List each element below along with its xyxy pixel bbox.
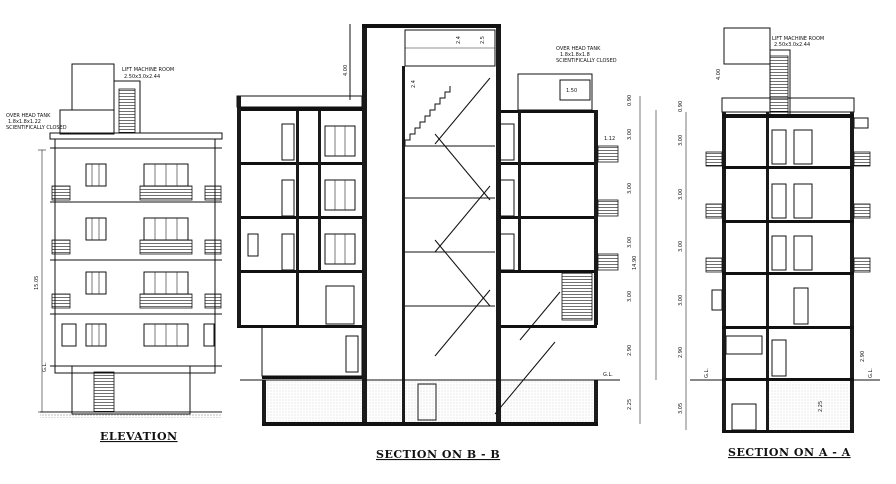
bb-stair-top-dim: 2.4 <box>411 80 417 88</box>
aa-lift-vent <box>769 55 789 117</box>
bb-total-dim: 14.90 <box>632 256 638 270</box>
aa-floor-dim-4: 3.00 <box>678 295 684 306</box>
bb-side-dim: 1.50 <box>566 88 577 94</box>
aa-lift-room-size: 2.50x3.0x2.44 <box>774 42 810 48</box>
elevation-title: ELEVATION <box>100 430 178 443</box>
bb-ground-dim: 2.90 <box>627 345 633 356</box>
elev-entrance-stair <box>93 371 115 413</box>
aa-lift-room-label: LIFT MACHINE ROOM <box>772 36 824 42</box>
bb-parapet-dim: 0.90 <box>627 95 633 106</box>
aa-gl-label: G.L. <box>704 368 710 378</box>
section-aa-title: SECTION ON A - A <box>728 446 851 459</box>
bb-lift-h-dim: 4.00 <box>343 65 349 76</box>
aa-plinth-dim: 3.05 <box>678 403 684 414</box>
elev-windows <box>61 163 215 347</box>
elev-ohtank-label: OVER HEAD TANK <box>6 113 51 119</box>
elev-main-body <box>54 138 216 374</box>
aa-ground-dim: 2.90 <box>678 347 684 358</box>
elev-ohtank-note: SCIENTIFICALLY CLOSED <box>6 125 67 131</box>
section-aa-view: 3.00 3.00 3.00 3.00 2.90 3.05 0.90 4.00 … <box>678 27 880 459</box>
aa-inner-ground-dim: 2.90 <box>860 351 866 362</box>
section-bb-view: 14.90 3.00 3.00 3.00 3.00 2.90 2.25 0.90… <box>236 24 657 461</box>
aa-gl-label-2: G.L. <box>868 368 874 378</box>
elev-ohtank-size: 1.8x1.8x1.22 <box>8 119 41 125</box>
bb-floor-dim-4: 3.00 <box>627 291 633 302</box>
bb-ohtank-size: 1.8x1.8x1.8 <box>560 52 590 58</box>
bb-ohtank-label: OVER HEAD TANK <box>556 46 601 52</box>
aa-floor-dim-2: 3.00 <box>678 189 684 200</box>
bb-ohtank-note: SCIENTIFICALLY CLOSED <box>556 58 617 64</box>
bb-floor-dim-3: 3.00 <box>627 237 633 248</box>
bb-plinth-dim: 2.25 <box>627 399 633 410</box>
bb-staircase <box>404 77 593 415</box>
elev-gl-label: G.L. <box>42 362 48 372</box>
section-bb-title: SECTION ON B - B <box>376 448 500 461</box>
bb-gl-label: G.L. <box>603 372 613 378</box>
elev-total-dim: 15.05 <box>34 276 40 290</box>
aa-floor-dim-3: 3.00 <box>678 241 684 252</box>
elev-lift-vent <box>118 88 136 134</box>
elev-lift-room-size: 2.50x3.0x2.44 <box>124 74 160 80</box>
bb-ms-dim: 1.12 <box>604 136 615 142</box>
elev-lift-room-label: LIFT MACHINE ROOM <box>122 67 174 73</box>
aa-inner-plinth-dim: 2.25 <box>818 401 824 412</box>
aa-lift-h-dim: 4.00 <box>716 69 722 80</box>
bb-floor-dim-1: 3.00 <box>627 129 633 140</box>
elevation-view: 15.05 G.L. LIFT MACHINE ROOM 2.50x3.0x2.… <box>6 63 223 443</box>
elev-lift-room <box>71 63 115 111</box>
bb-floor-dim-2: 3.00 <box>627 183 633 194</box>
bb-tank-dim-2: 2.5 <box>480 36 486 44</box>
aa-parapet-dim: 0.90 <box>678 101 684 112</box>
bb-tank-dim: 2.4 <box>456 36 462 44</box>
aa-floor-dim-1: 3.00 <box>678 135 684 146</box>
